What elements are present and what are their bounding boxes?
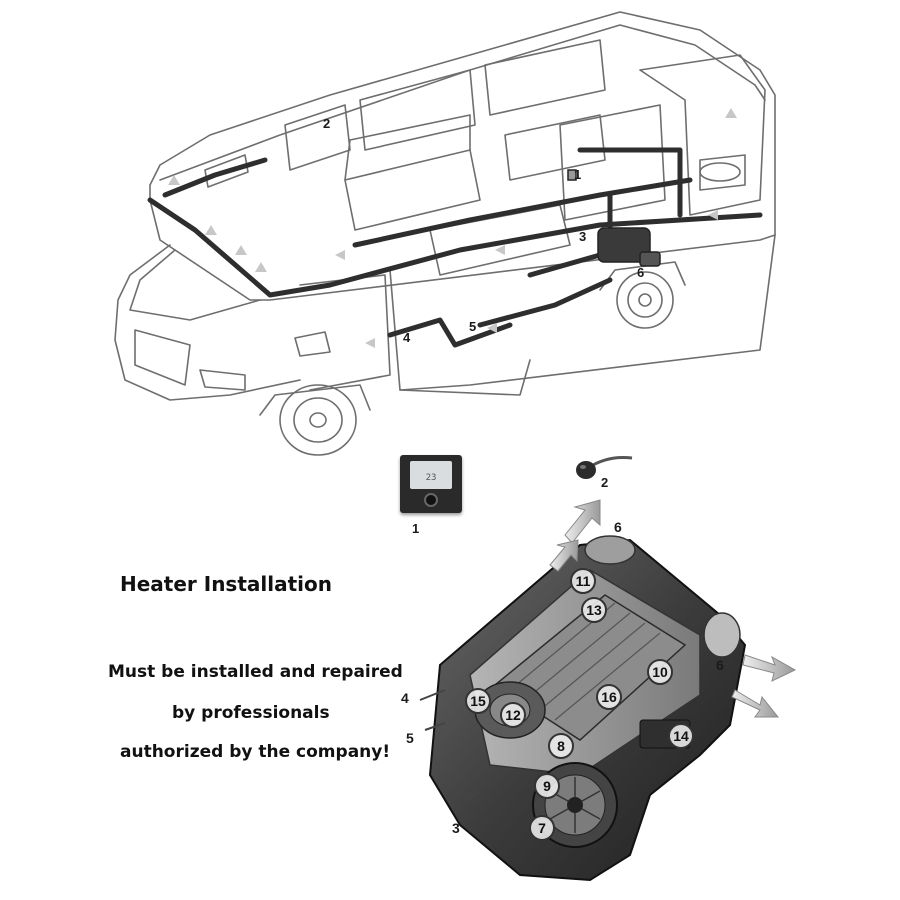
controller-knob	[424, 493, 438, 507]
heading: Heater Installation	[120, 572, 332, 596]
heater-cutaway-illustration	[419, 499, 797, 882]
heater-label-3: 3	[452, 820, 460, 836]
heater-label-13: 13	[581, 597, 607, 623]
heater-label-10: 10	[647, 659, 673, 685]
camper-label-2: 2	[323, 116, 331, 131]
heater-label-11: 11	[570, 568, 596, 594]
controller-display-value: 23	[425, 473, 437, 483]
camper-label-3: 3	[579, 229, 587, 244]
notice-line-2: by professionals	[172, 703, 330, 723]
heater-label-9: 9	[534, 773, 560, 799]
camper-label-4: 4	[403, 330, 411, 345]
heater-label-12: 12	[500, 702, 526, 728]
heater-label-8: 8	[548, 733, 574, 759]
camper-label-6: 6	[637, 265, 645, 280]
camper-label-1: 1	[574, 167, 582, 182]
controller-panel: 23	[400, 455, 462, 513]
heater-label-7: 7	[529, 815, 555, 841]
heater-label-14: 14	[668, 723, 694, 749]
notice-line-1: Must be installed and repaired	[108, 662, 403, 682]
notice-line-3: authorized by the company!	[120, 742, 391, 762]
heater-label-4: 4	[401, 690, 409, 706]
heater-label-5: 5	[406, 730, 414, 746]
heater-label-15: 15	[465, 688, 491, 714]
temperature-sensor	[576, 456, 633, 479]
heater-label-16: 16	[596, 684, 622, 710]
sensor-label: 2	[601, 475, 609, 490]
camper-label-5: 5	[469, 319, 477, 334]
controller-screen: 23	[410, 461, 452, 489]
camper-van-diagram	[114, 11, 776, 456]
heater-label-6-side: 6	[716, 657, 724, 673]
controller-label: 1	[412, 521, 420, 536]
heater-label-6-top: 6	[614, 519, 622, 535]
